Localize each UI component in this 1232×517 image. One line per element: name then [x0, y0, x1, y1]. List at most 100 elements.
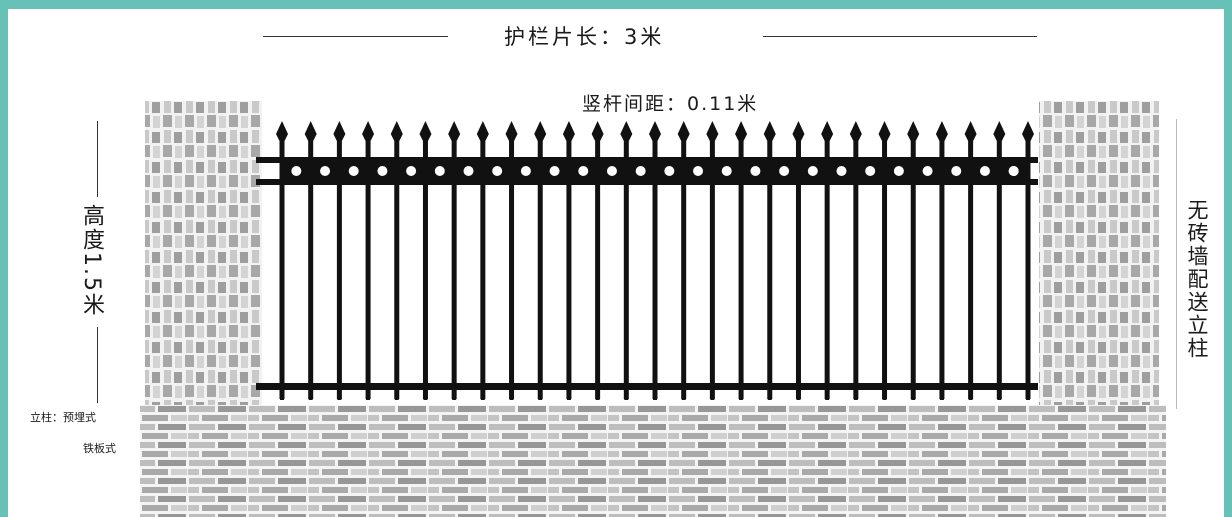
picket-finial	[276, 121, 288, 141]
picket-finial	[419, 121, 432, 141]
picket-finial	[390, 121, 403, 141]
ring-hole	[549, 166, 560, 176]
picket-finial	[620, 121, 633, 141]
picket-foot	[394, 390, 399, 400]
fence-picket	[910, 141, 916, 399]
brick-ground	[140, 405, 1166, 517]
picket-foot	[796, 390, 801, 400]
picket-finial	[821, 121, 834, 141]
ring-hole	[893, 166, 904, 176]
picket-finial	[849, 121, 862, 141]
fence-picket	[882, 141, 888, 399]
ring-hole	[922, 166, 933, 176]
fence-picket	[1025, 141, 1031, 399]
fence-picket	[537, 141, 543, 399]
picket-foot	[480, 390, 485, 400]
fence-picket	[968, 141, 974, 399]
picket-finial	[964, 121, 977, 141]
fence-picket	[709, 141, 715, 399]
fence-picket	[566, 141, 572, 399]
post-type-label: 立柱：预埋式	[30, 411, 96, 424]
picket-finial	[907, 121, 920, 141]
picket-foot	[538, 390, 543, 400]
ring-hole	[348, 166, 359, 176]
fence-picket	[595, 141, 601, 399]
picket-finial	[562, 121, 575, 141]
fence-picket	[853, 141, 859, 399]
fence-picket	[279, 141, 285, 399]
fence-picket	[795, 141, 801, 399]
ring-hole	[606, 166, 617, 176]
fence-height-label: 高度1.5米	[79, 204, 104, 317]
picket-foot	[452, 390, 457, 400]
ring-hole	[951, 166, 962, 176]
ring-hole	[721, 166, 732, 176]
no-brick-wall-note: 无砖墙配送立柱	[1185, 199, 1209, 360]
picket-finial	[763, 121, 776, 141]
picket-foot	[423, 390, 428, 400]
picket-foot	[308, 390, 313, 400]
picket-foot	[1026, 390, 1030, 400]
picket-finial	[649, 121, 661, 141]
ring-hole	[664, 166, 675, 176]
picket-foot	[681, 390, 686, 400]
fence-picket	[365, 141, 371, 399]
picket-foot	[939, 390, 944, 400]
ring-hole	[807, 166, 818, 176]
ring-hole	[779, 166, 790, 176]
side-note-line	[1176, 119, 1177, 409]
picket-finial	[448, 121, 461, 141]
fence-picket	[939, 141, 945, 399]
picket-finial	[362, 121, 375, 141]
ring-hole	[836, 166, 847, 176]
left-brick-column	[145, 101, 262, 406]
ring-hole	[635, 166, 646, 176]
ring-hole	[463, 166, 474, 176]
ring-band	[282, 163, 1028, 179]
picket-finial	[333, 121, 346, 141]
picket-foot	[566, 390, 571, 400]
fence-picket	[767, 141, 773, 399]
ring-hole	[693, 166, 704, 176]
ring-hole	[979, 166, 990, 176]
panel-length-label: 护栏片长：3米	[504, 25, 665, 49]
fence-picket	[623, 141, 629, 399]
picket-foot	[509, 390, 514, 400]
fence-picket	[336, 141, 342, 399]
picket-foot	[710, 390, 715, 400]
picket-foot	[366, 390, 371, 400]
fence-picket	[509, 141, 515, 399]
post-type-alt-label: 铁板式	[83, 442, 116, 455]
picket-finial	[534, 121, 547, 141]
height-line-bottom	[97, 327, 98, 403]
picket-foot	[337, 390, 342, 400]
picket-finial	[304, 121, 317, 141]
picket-finial	[1022, 121, 1034, 141]
fence-picket	[824, 141, 830, 399]
ring-hole	[377, 166, 388, 176]
ring-hole	[434, 166, 445, 176]
picket-finial	[505, 121, 518, 141]
fence-picket	[738, 141, 744, 399]
picket-foot	[968, 390, 973, 400]
ring-hole	[1008, 166, 1019, 176]
title-line-right	[763, 36, 1037, 37]
picket-spacing-label: 竖杆间距：0.11米	[582, 93, 759, 115]
picket-foot	[653, 390, 657, 400]
picket-foot	[882, 390, 887, 400]
ring-hole	[492, 166, 503, 176]
picket-finial	[792, 121, 805, 141]
ring-hole	[865, 166, 876, 176]
picket-foot	[739, 390, 744, 400]
fence-picket	[681, 141, 687, 399]
fence-picket	[394, 141, 400, 399]
fence-rail	[256, 157, 1038, 163]
picket-foot	[767, 390, 772, 400]
fence-picket	[308, 141, 314, 399]
picket-finial	[735, 121, 748, 141]
ring-hole	[578, 166, 589, 176]
diagram-panel: 护栏片长：3米 竖杆间距：0.11米 高度1.5米 无砖墙配送立柱 立柱：预埋式…	[8, 9, 1224, 517]
ring-hole	[750, 166, 761, 176]
right-brick-column	[1039, 101, 1159, 406]
picket-finial	[591, 121, 604, 141]
